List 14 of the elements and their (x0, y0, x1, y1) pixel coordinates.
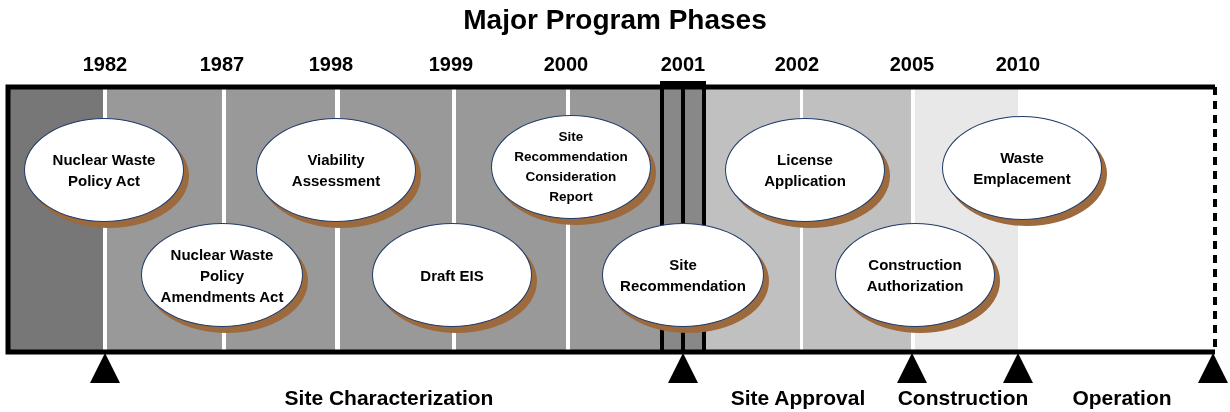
year-label: 2005 (889, 52, 935, 77)
year-label: 2010 (995, 52, 1041, 77)
year-label: 2002 (774, 52, 820, 77)
year-label: 1998 (308, 52, 354, 77)
phase-label: Operation (1072, 385, 1172, 412)
year-label: 2000 (543, 52, 589, 77)
diagram-title: Major Program Phases (462, 3, 768, 37)
phase-label: Construction (897, 385, 1029, 412)
year-label: 1987 (199, 52, 245, 77)
phase-label: Site Characterization (284, 385, 494, 412)
year-label: 2001 (660, 52, 706, 77)
phase-label: Site Approval (730, 385, 866, 412)
year-label: 1982 (82, 52, 128, 77)
year-label: 1999 (428, 52, 474, 77)
